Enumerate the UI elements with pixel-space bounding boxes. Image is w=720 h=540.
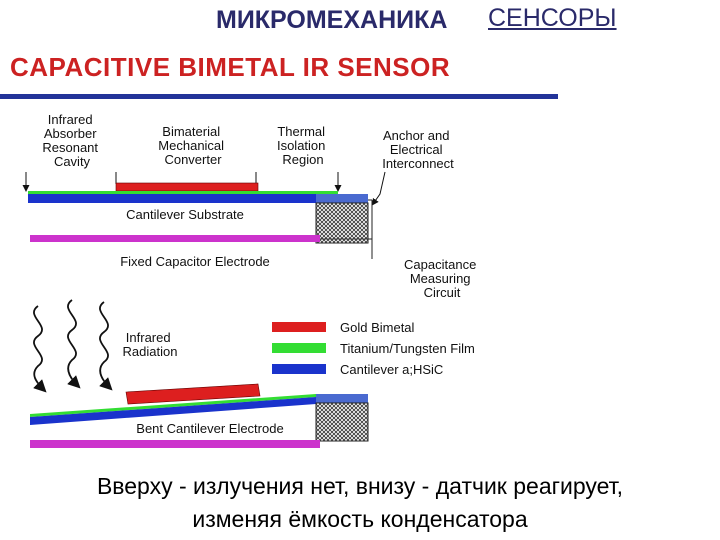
heading-rule (0, 94, 558, 99)
legend-swatch-cantilever (272, 364, 326, 374)
legend-label-film: Titanium/Tungsten Film (340, 341, 475, 356)
cantilever-bent (30, 397, 316, 425)
legend-label-gold: Gold Bimetal (340, 320, 415, 335)
thermal-isolation-bent (316, 394, 368, 403)
diagram-heading: CAPACITIVE BIMETAL IR SENSOR (10, 52, 450, 82)
slide-title-overlay: СЕНСОРЫ (488, 4, 617, 32)
label-thermal: Thermal Isolation Region (277, 124, 329, 167)
ir-wave-2 (67, 299, 81, 389)
label-cantilever-substrate: Cantilever Substrate (126, 207, 244, 222)
caption-line-1: Вверху - излучения нет, внизу - датчик р… (96, 473, 624, 499)
label-bent-electrode: Bent Cantilever Electrode (136, 421, 283, 436)
cantilever-top (28, 194, 316, 203)
label-capacitance: Capacitance Measuring Circuit (404, 257, 480, 300)
film-bent (30, 394, 316, 417)
legend: Gold Bimetal Titanium/Tungsten Film Cant… (272, 320, 475, 377)
fixed-electrode-top (30, 235, 320, 242)
ir-wave-3 (99, 301, 113, 391)
anchor-block-bent (315, 402, 369, 442)
slide-caption: Вверху - излучения нет, внизу - датчик р… (0, 470, 720, 536)
label-anchor: Anchor and Electrical Interconnect (382, 128, 454, 171)
caption-line-2: изменяя ёмкость конденсатора (192, 506, 528, 532)
sensor-diagram: CAPACITIVE BIMETAL IR SENSOR Infrared Ab… (0, 52, 558, 448)
gold-bimetal-top (115, 182, 259, 192)
slide-title: МИКРОМЕХАНИКА (216, 6, 448, 34)
film-top (28, 191, 338, 194)
label-absorber: Infrared Absorber Resonant Cavity (42, 112, 101, 169)
legend-label-cantilever: Cantilever a;HSiC (340, 362, 443, 377)
legend-swatch-gold (272, 322, 326, 332)
ir-wave-1 (33, 305, 47, 393)
arrow-anchor (371, 171, 386, 206)
legend-swatch-film (272, 343, 326, 353)
gold-bimetal-bent (125, 383, 261, 405)
anchor-block-top (315, 202, 369, 244)
label-infrared-radiation: Infrared Radiation (123, 330, 178, 359)
sensor-diagram-panel: CAPACITIVE BIMETAL IR SENSOR Infrared Ab… (0, 44, 558, 464)
label-bimaterial: Bimaterial Mechanical Converter (158, 124, 227, 167)
fixed-electrode-bent (30, 440, 320, 448)
thermal-isolation-top (316, 194, 368, 203)
label-fixed-electrode: Fixed Capacitor Electrode (120, 254, 270, 269)
